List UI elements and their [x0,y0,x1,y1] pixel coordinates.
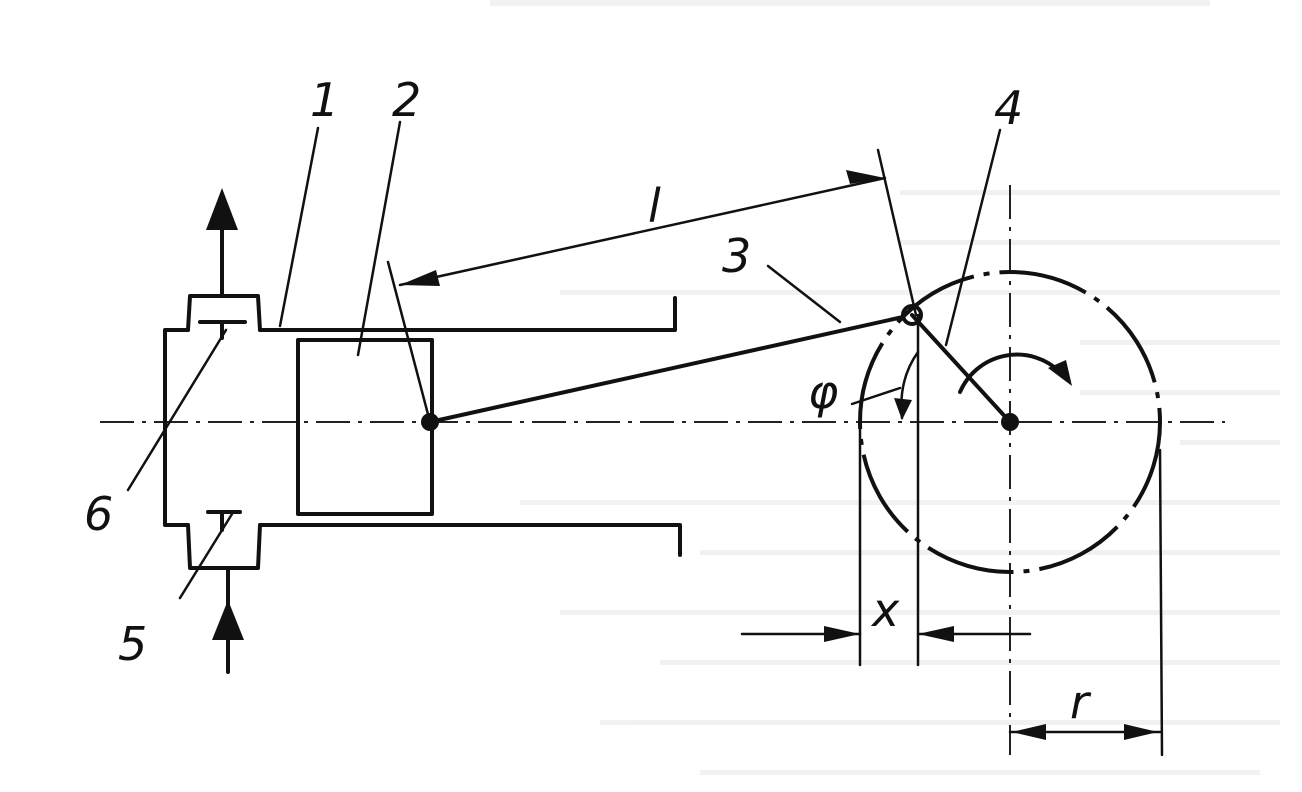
label-angle-phi: φ [808,365,838,419]
label-length-l: l [648,179,661,233]
label-part-2: 2 [392,73,421,127]
bleed-through-background [490,0,1280,775]
connecting-rod [428,313,914,424]
intake-arrow-icon [212,600,244,640]
crank-arm [910,313,1012,424]
label-part-4: 4 [994,81,1023,135]
dimension-r [1008,448,1164,757]
leader-lines [126,120,1002,600]
angle-phi [850,350,920,420]
crank-center [1001,413,1019,431]
intake-valve [186,510,262,674]
label-part-1: 1 [310,73,339,127]
label-part-6: 6 [84,487,113,541]
label-part-5: 5 [118,617,147,671]
piston [296,338,434,516]
exhaust-arrow-icon [206,188,238,230]
dimension-x [740,313,1032,667]
exhaust-valve [186,188,262,340]
dimension-l [386,148,918,424]
rotation-arrow [958,352,1062,394]
label-radius-r: r [1070,675,1092,729]
label-displacement-x: x [870,583,900,637]
label-part-3: 3 [722,229,751,283]
rotation-arrowhead-icon [1048,360,1072,386]
